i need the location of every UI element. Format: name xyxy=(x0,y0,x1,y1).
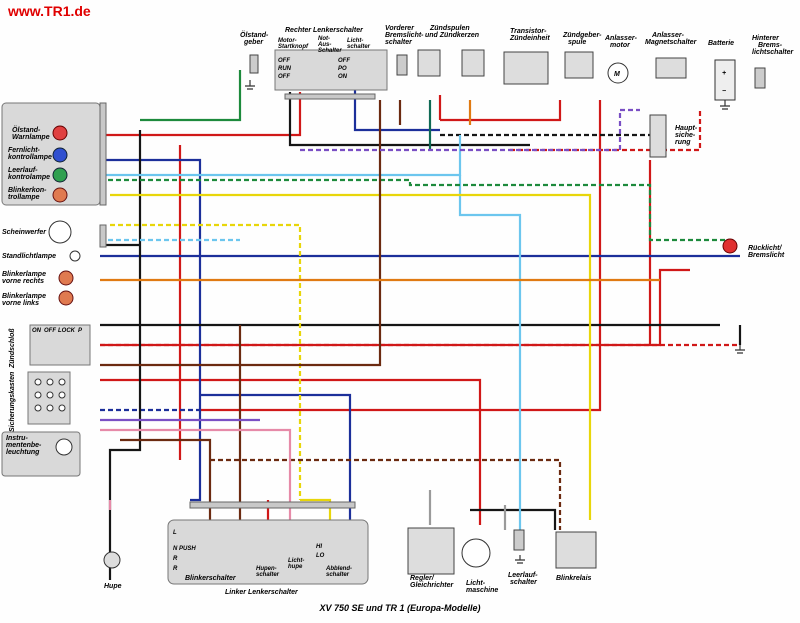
neutral-switch xyxy=(513,529,525,551)
horn-icon xyxy=(103,551,121,569)
svg-text:Rücklicht/Bremslicht: Rücklicht/Bremslicht xyxy=(748,245,785,259)
ignition-coil-1 xyxy=(417,49,441,77)
svg-text:Fernlicht-kontrollampe: Fernlicht-kontrollampe xyxy=(8,147,52,161)
svg-text:OFF: OFF xyxy=(278,74,290,80)
svg-text:ON: ON xyxy=(338,74,348,80)
svg-text:Not-Aus-Schalter: Not-Aus-Schalter xyxy=(317,36,342,54)
fuse-box-label: Sicherungskasten xyxy=(9,372,16,432)
svg-text:HI: HI xyxy=(316,544,322,550)
battery-label: Batterie xyxy=(708,40,734,47)
flasher-relay-label: Blinkrelais xyxy=(556,575,592,582)
oil-level-sensor xyxy=(249,54,259,74)
svg-text:Blinkerschalter: Blinkerschalter xyxy=(185,575,237,582)
svg-text:R: R xyxy=(173,566,178,572)
front-brake-switch xyxy=(396,54,408,76)
right-handlebar-label: Rechter Lenkerschalter xyxy=(285,27,364,34)
diagram-title: XV 750 SE und TR 1 (Europa-Modelle) xyxy=(318,603,480,613)
headlight-icon xyxy=(48,220,72,244)
svg-text:RUN: RUN xyxy=(278,66,292,72)
oil-warning-lamp-icon xyxy=(52,125,68,141)
neutral-lamp-icon xyxy=(52,167,68,183)
brand-logo: www.TR1.de xyxy=(7,3,91,19)
svg-text:Motor-Startknopf: Motor-Startknopf xyxy=(278,38,309,50)
parking-light-icon xyxy=(69,250,81,262)
headlight-label: Scheinwerfer xyxy=(2,229,47,236)
svg-text:PUSH: PUSH xyxy=(179,546,196,552)
svg-text:Regler/Gleichrichter: Regler/Gleichrichter xyxy=(410,575,454,589)
flasher-relay xyxy=(555,531,597,569)
svg-text:Licht-maschine: Licht-maschine xyxy=(466,580,498,594)
transistor-ignition-unit xyxy=(503,51,549,85)
svg-text:M: M xyxy=(614,71,620,78)
ignition-switch xyxy=(29,324,91,366)
starter-relay xyxy=(655,57,687,79)
tail-brake-light-icon xyxy=(722,238,738,254)
parking-light-label: Standlichtlampe xyxy=(2,253,56,260)
generator-icon xyxy=(461,538,491,568)
horn-label: Hupe xyxy=(104,583,122,590)
ignition-coil-2 xyxy=(461,49,485,77)
svg-text:Hupen-schalter: Hupen-schalter xyxy=(256,566,280,578)
turn-indicator-lamp-icon xyxy=(52,187,68,203)
instrument-light-icon xyxy=(55,438,73,456)
svg-text:OFF: OFF xyxy=(278,58,290,64)
svg-text:Instru-mentenbe-leuchtung: Instru-mentenbe-leuchtung xyxy=(6,435,42,456)
svg-text:PO: PO xyxy=(338,66,347,72)
svg-text:Anlasser-motor: Anlasser-motor xyxy=(604,35,638,49)
svg-text:OFF: OFF xyxy=(44,328,56,334)
svg-text:P: P xyxy=(78,328,83,334)
svg-text:+: + xyxy=(722,70,726,77)
svg-text:LO: LO xyxy=(316,553,325,559)
svg-text:Ölstand-Warnlampe: Ölstand-Warnlampe xyxy=(12,125,50,141)
svg-text:LOCK: LOCK xyxy=(58,328,76,334)
left-handlebar-switch xyxy=(167,519,369,585)
left-handlebar-label: Linker Lenkerschalter xyxy=(225,589,299,596)
pickup-coil xyxy=(564,51,594,79)
main-fuse xyxy=(649,114,667,158)
svg-text:Abblend-schalter: Abblend-schalter xyxy=(325,566,352,578)
rear-brake-switch xyxy=(754,67,766,89)
svg-text:Anlasser-Magnetschalter: Anlasser-Magnetschalter xyxy=(645,32,698,46)
svg-text:N: N xyxy=(173,546,178,552)
svg-text:Leerlauf-kontrolampe: Leerlauf-kontrolampe xyxy=(8,167,50,181)
svg-text:OFF: OFF xyxy=(338,58,350,64)
svg-text:ON: ON xyxy=(32,328,42,334)
svg-text:Leerlauf-schalter: Leerlauf-schalter xyxy=(508,572,538,586)
high-beam-lamp-icon xyxy=(52,147,68,163)
ignition-lock-label: Zündschloß xyxy=(9,328,16,369)
svg-text:Licht-hupe: Licht-hupe xyxy=(288,558,304,570)
svg-text:Blinkerkon-trollampe: Blinkerkon-trollampe xyxy=(8,187,47,201)
starter-motor-icon xyxy=(607,62,629,84)
svg-text:R: R xyxy=(173,556,178,562)
svg-text:L: L xyxy=(173,530,177,536)
front-right-indicator-icon xyxy=(58,270,74,286)
svg-text:Transistor-Zündeinheit: Transistor-Zündeinheit xyxy=(509,28,550,42)
svg-text:Licht-schalter: Licht-schalter xyxy=(347,38,371,50)
svg-text:−: − xyxy=(722,88,726,95)
front-left-indicator-icon xyxy=(58,290,74,306)
regulator-rectifier xyxy=(407,527,455,575)
right-handlebar-switch xyxy=(274,49,388,91)
svg-text:Zündgeber-spule: Zündgeber-spule xyxy=(562,32,602,46)
svg-text:Haupt-siche-rung: Haupt-siche-rung xyxy=(675,125,698,146)
svg-text:Ölstand-geber: Ölstand-geber xyxy=(240,30,269,46)
